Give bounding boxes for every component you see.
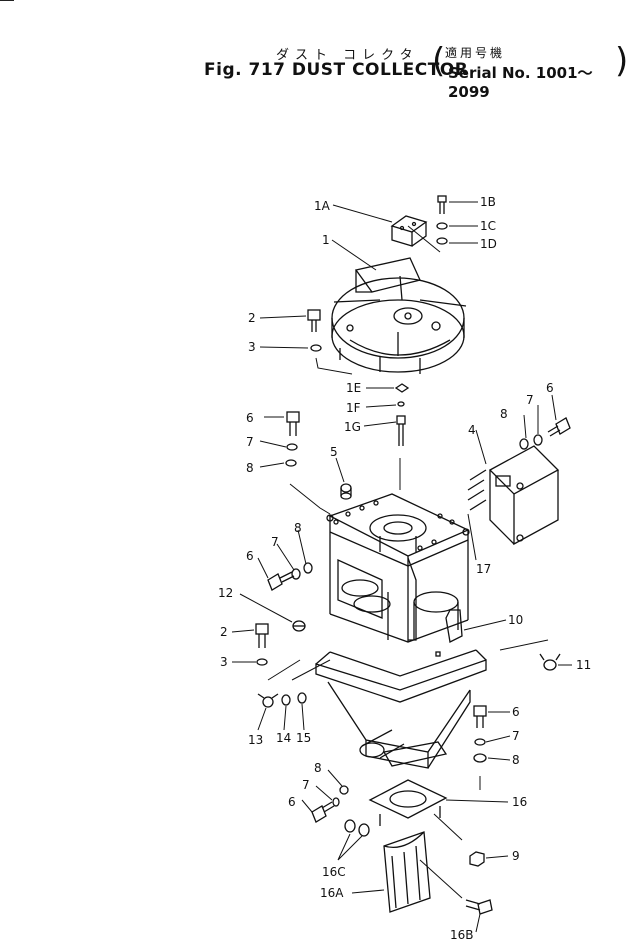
part-1G-bolt bbox=[396, 415, 406, 446]
label-1: 1 bbox=[322, 233, 330, 247]
bolt-right-upper bbox=[547, 417, 571, 437]
label-1D: 1D bbox=[480, 237, 497, 251]
figure-title: Fig. 717 DUST COLLECTOR bbox=[204, 60, 469, 80]
label-8-right-upper: 8 bbox=[500, 407, 508, 421]
label-8-left-upper: 8 bbox=[246, 461, 254, 475]
part-1E-gasket bbox=[394, 383, 410, 393]
part-17-gasket bbox=[467, 469, 487, 511]
label-17: 17 bbox=[476, 562, 491, 576]
part-labels: 1A 1B 1C 1D 1 2 3 1E 1F 1G 6 7 8 5 4 8 7… bbox=[218, 195, 591, 942]
bolt-left-middle bbox=[267, 571, 295, 591]
label-15: 15 bbox=[296, 731, 311, 745]
spring-washer-left-middle bbox=[291, 568, 301, 580]
part-1C-washer bbox=[436, 222, 448, 230]
label-1C: 1C bbox=[480, 219, 496, 233]
label-1B: 1B bbox=[480, 195, 496, 209]
spring-washer-right-upper bbox=[533, 434, 543, 446]
bolt-lower-outlet bbox=[311, 801, 335, 823]
label-7-outlet: 7 bbox=[302, 778, 310, 792]
label-7-left-upper: 7 bbox=[246, 435, 254, 449]
label-3-upper: 3 bbox=[248, 340, 256, 354]
label-6-right-lower: 6 bbox=[512, 705, 520, 719]
part-11-wing-nut bbox=[539, 653, 561, 671]
serial-range: Serial No. 1001～2099 bbox=[448, 64, 593, 101]
label-10: 10 bbox=[508, 613, 523, 627]
leader-lines bbox=[231, 201, 572, 933]
part-14-washer bbox=[281, 694, 291, 706]
label-7-right-lower: 7 bbox=[512, 729, 520, 743]
part-5-plug bbox=[340, 483, 352, 500]
part-16A-sleeve bbox=[383, 831, 431, 913]
label-7-left-middle: 7 bbox=[271, 535, 279, 549]
bolt-right-lower bbox=[473, 705, 487, 728]
label-1F: 1F bbox=[346, 401, 361, 415]
label-14: 14 bbox=[276, 731, 291, 745]
part-1F-washer bbox=[397, 401, 405, 407]
label-12: 12 bbox=[218, 586, 233, 600]
part-9-nut bbox=[469, 851, 485, 867]
spring-washer-left-upper bbox=[286, 443, 298, 451]
label-16A: 16A bbox=[320, 886, 344, 900]
part-1D-washer bbox=[436, 237, 448, 245]
part-16C-nuts bbox=[344, 819, 370, 837]
bolt-left-upper bbox=[286, 411, 300, 436]
part-1B-bolt bbox=[437, 195, 447, 214]
label-13: 13 bbox=[248, 733, 263, 747]
spring-washer-right-lower bbox=[474, 738, 486, 746]
part-15-washer bbox=[297, 692, 307, 704]
label-16: 16 bbox=[512, 795, 527, 809]
corner-mark bbox=[0, 0, 14, 1]
part-1A-block bbox=[390, 215, 428, 247]
label-7-right-upper: 7 bbox=[526, 393, 534, 407]
label-6-outlet: 6 bbox=[288, 795, 296, 809]
top-cover bbox=[331, 257, 467, 374]
label-9: 9 bbox=[512, 849, 520, 863]
label-2-lower: 2 bbox=[220, 625, 228, 639]
part-16B-bolt bbox=[465, 899, 493, 915]
part-4-cover bbox=[488, 445, 560, 546]
washer-lower-left bbox=[256, 658, 268, 666]
label-8-outlet: 8 bbox=[314, 761, 322, 775]
part-12-plug bbox=[292, 620, 306, 632]
label-11: 11 bbox=[576, 658, 591, 672]
label-6-left-upper: 6 bbox=[246, 411, 254, 425]
paren-right: ) bbox=[615, 41, 629, 81]
outlet-pipe bbox=[359, 729, 405, 759]
paren-left: ( bbox=[432, 41, 446, 81]
label-1A: 1A bbox=[314, 199, 331, 213]
part-16-flange bbox=[368, 779, 448, 826]
label-8-right-lower: 8 bbox=[512, 753, 520, 767]
label-4: 4 bbox=[468, 423, 476, 437]
label-6-left-middle: 6 bbox=[246, 549, 254, 563]
label-8-left-middle: 8 bbox=[294, 521, 302, 535]
label-16B: 16B bbox=[450, 928, 474, 942]
label-1E: 1E bbox=[346, 381, 361, 395]
serial-japanese: 適用号機 bbox=[445, 46, 506, 60]
label-2-upper: 2 bbox=[248, 311, 256, 325]
spring-washer-lower-outlet bbox=[332, 797, 340, 807]
washer-lower-outlet bbox=[339, 785, 349, 795]
washer-left-upper bbox=[285, 459, 297, 467]
label-16C: 16C bbox=[322, 865, 346, 879]
title-japanese: ダスト コレクタ bbox=[276, 48, 419, 63]
main-body bbox=[326, 493, 470, 657]
label-5: 5 bbox=[330, 445, 338, 459]
washer-right-lower bbox=[473, 753, 487, 763]
base-flange bbox=[315, 649, 487, 703]
washer-left-middle bbox=[303, 562, 313, 574]
washer-upper bbox=[310, 344, 322, 352]
label-3-lower: 3 bbox=[220, 655, 228, 669]
bolt-lower-left bbox=[255, 623, 269, 648]
washer-right-upper bbox=[519, 438, 529, 450]
hopper bbox=[327, 681, 471, 769]
label-6-right-upper: 6 bbox=[546, 381, 554, 395]
part-13-wing-nut bbox=[257, 693, 279, 708]
bolt-upper bbox=[307, 309, 321, 332]
label-1G: 1G bbox=[344, 420, 361, 434]
